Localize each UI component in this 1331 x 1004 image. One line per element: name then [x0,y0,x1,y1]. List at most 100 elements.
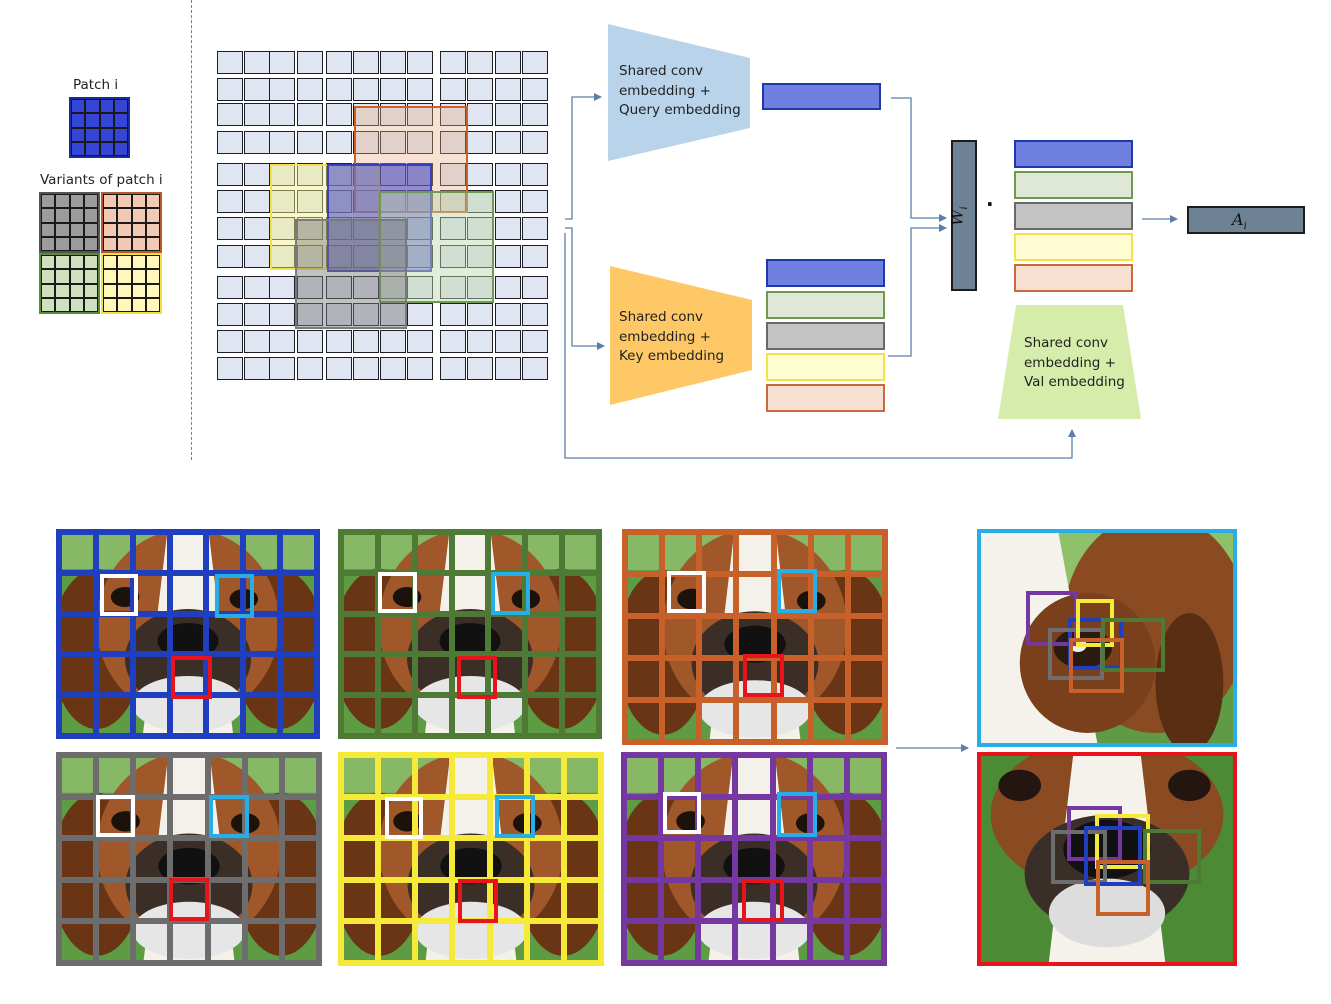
selected-patch-red [458,879,498,923]
patch-cell [83,222,98,237]
value-embedding-text: Shared conv embedding + Val embedding [1024,335,1125,390]
patch-cell [113,141,128,156]
grid-cell [269,163,295,186]
variant-yellow [101,253,162,314]
grid-line-v [93,752,99,966]
patch-cell [145,283,160,298]
patch-cell [83,297,98,312]
grid-line-h [56,651,320,657]
grid-line-h [621,960,887,966]
grid-cell [522,357,548,380]
grid-line-v [130,752,136,966]
grid-cell [326,103,352,126]
variant-box-yellow [1095,814,1150,869]
grid-cell [495,357,521,380]
grid-cell [326,51,352,74]
patch-cell [71,141,86,156]
grid-line-h [56,794,322,800]
grid-line-v [277,529,283,739]
grid-line-h [338,752,604,758]
grid-cell [217,303,243,326]
grid-cell [407,51,433,74]
grid-line-v [449,752,455,966]
grid-cell [269,131,295,154]
selected-patch-red [171,656,212,699]
grid-line-v [771,529,777,745]
grid-line-v [56,529,62,739]
grid-line-v [56,752,62,966]
grid-line-v [561,752,567,966]
image-patch-grid [217,51,548,381]
grid-cell [440,51,466,74]
output-symbol: A [1232,210,1244,229]
grid-line-h [338,835,604,841]
connector-lines [564,93,1178,459]
key-bar-blue [766,259,885,287]
patch-cell [131,255,146,270]
grid-line-v [338,529,344,739]
patch-cell [103,236,118,251]
selected-patch-cyan [777,569,817,613]
patch-cell [103,283,118,298]
grid-cell [353,78,379,101]
grid-cell [297,51,323,74]
puppy-image [338,752,604,966]
variant-box-gray [1051,830,1107,884]
patch-cell [131,222,146,237]
patch-cell [145,208,160,223]
grid-cell [522,245,548,268]
dot-operator: · [986,192,994,216]
grid-cell [217,78,243,101]
key-embedding-block [610,266,752,405]
grid-cell [495,276,521,299]
grid-line-v [808,529,814,745]
patch-cell [103,297,118,312]
patch-cell [55,269,70,284]
patch-cell [117,194,132,209]
grid-line-v [733,529,739,745]
grid-line-v [316,752,322,966]
grid-cell [353,51,379,74]
grid-cell [440,163,466,186]
grid-line-v [696,529,702,745]
patch-cell [41,297,56,312]
grid-cell [407,78,433,101]
grid-line-v [412,529,418,739]
grid-line-h [338,611,602,617]
patch-i [69,97,130,158]
patch-cell [99,99,114,114]
val-bar-green [1014,171,1133,199]
val-bar-blue [1014,140,1133,168]
variant-orange [101,192,162,253]
grid-line-h [56,611,320,617]
grid-line-v [167,529,173,739]
grid-cell [522,131,548,154]
value-trapezoid [998,305,1141,419]
patch-cell [145,255,160,270]
puppy-image [621,752,887,966]
key-bar-gray [766,322,885,350]
grid-cell [326,276,352,299]
patch-cell [113,127,128,142]
patch-cell [83,208,98,223]
variant-box-orange [1096,860,1150,916]
patch-cell [69,283,84,298]
variants-label: Variants of patch i [40,172,163,188]
grid-line-v [596,529,602,739]
grid-line-v [167,752,173,966]
grid-line-h [56,960,322,966]
selected-patch-white [667,571,706,613]
patch-cell [69,255,84,270]
patch-cell [55,208,70,223]
patch-cell [99,127,114,142]
grid-cell [217,163,243,186]
patch-cell [131,269,146,284]
patch-cell [69,236,84,251]
patch-cell [55,283,70,298]
grid-line-v [375,752,381,966]
patch-cell [131,236,146,251]
grid-cell [407,276,433,299]
grid-cell [407,303,433,326]
patch-cell [41,208,56,223]
grid-line-v [621,752,627,966]
